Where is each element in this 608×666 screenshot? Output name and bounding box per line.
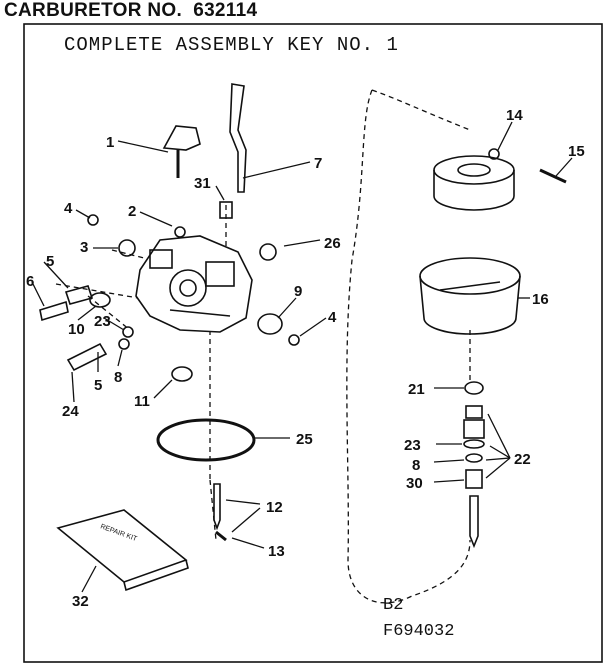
callout-1: 1 xyxy=(106,134,114,151)
welch-plug-part-11 xyxy=(171,366,193,382)
choke-shaft-part xyxy=(229,83,247,193)
callout-14: 14 xyxy=(506,107,523,124)
figure-code-b2: B2 xyxy=(383,596,404,615)
callout-4a: 4 xyxy=(64,200,73,217)
gasket-part-25 xyxy=(156,418,256,462)
callout-32: 32 xyxy=(72,593,89,610)
choke-plate-part-9 xyxy=(257,313,283,335)
fitting-part-26 xyxy=(259,243,277,261)
repair-kit-part xyxy=(56,509,189,592)
callout-5a: 5 xyxy=(46,253,54,270)
callout-10: 10 xyxy=(68,321,85,338)
callout-12: 12 xyxy=(266,499,283,516)
callout-31: 31 xyxy=(194,175,211,192)
callout-26: 26 xyxy=(324,235,341,252)
bowl-nut-assembly-22 xyxy=(463,405,485,549)
throttle-plate-part xyxy=(118,239,136,257)
carburetor-body xyxy=(135,235,253,333)
callout-9: 9 xyxy=(294,283,302,300)
pin-part-13 xyxy=(215,530,227,542)
callout-23a: 23 xyxy=(94,313,111,330)
needle-part-12 xyxy=(213,483,221,531)
assembly-guide-lines xyxy=(55,89,471,604)
carburetor-number: 632114 xyxy=(193,0,258,21)
screw-part-2 xyxy=(174,226,186,238)
callout-25: 25 xyxy=(296,431,313,448)
gasket-part-21 xyxy=(464,381,484,395)
callout-leaders xyxy=(31,121,573,593)
screw-part-4a xyxy=(87,214,99,226)
callout-24: 24 xyxy=(62,403,79,420)
float-part-14 xyxy=(433,148,515,211)
callout-30: 30 xyxy=(406,475,423,492)
fuel-bowl-part-16 xyxy=(419,257,521,335)
figure-code-number: F694032 xyxy=(383,622,455,641)
callout-23b: 23 xyxy=(404,437,421,454)
callout-22: 22 xyxy=(514,451,531,468)
callout-15: 15 xyxy=(568,143,585,160)
spring-part xyxy=(219,201,233,219)
plug-part-10 xyxy=(89,292,111,308)
assembly-subtitle: COMPLETE ASSEMBLY KEY NO. 1 xyxy=(64,34,399,56)
diagram-border xyxy=(23,23,603,663)
callout-8a: 8 xyxy=(114,369,122,386)
carburetor-header: CARBURETOR NO. 632114 xyxy=(4,0,257,22)
seal-part-5a xyxy=(64,285,94,305)
carburetor-label: CARBURETOR NO. xyxy=(4,0,183,21)
callout-3: 3 xyxy=(80,239,88,256)
spring-part-8a xyxy=(118,338,130,350)
screw-part-4b xyxy=(288,334,300,346)
callout-2: 2 xyxy=(128,203,136,220)
callout-4b: 4 xyxy=(328,309,337,326)
callout-5b: 5 xyxy=(94,377,102,394)
needle-part-24 xyxy=(66,342,108,372)
shaft-part-6 xyxy=(39,300,69,322)
callout-16: 16 xyxy=(532,291,549,308)
callout-8b: 8 xyxy=(412,457,420,474)
callout-7: 7 xyxy=(314,155,322,172)
callout-11: 11 xyxy=(134,393,150,410)
washer-part-23a xyxy=(122,326,134,338)
callout-21: 21 xyxy=(408,381,425,398)
throttle-shaft-part xyxy=(162,125,201,178)
hinge-pin-part-15 xyxy=(539,168,567,184)
callout-6: 6 xyxy=(26,273,34,290)
callout-13: 13 xyxy=(268,543,285,560)
